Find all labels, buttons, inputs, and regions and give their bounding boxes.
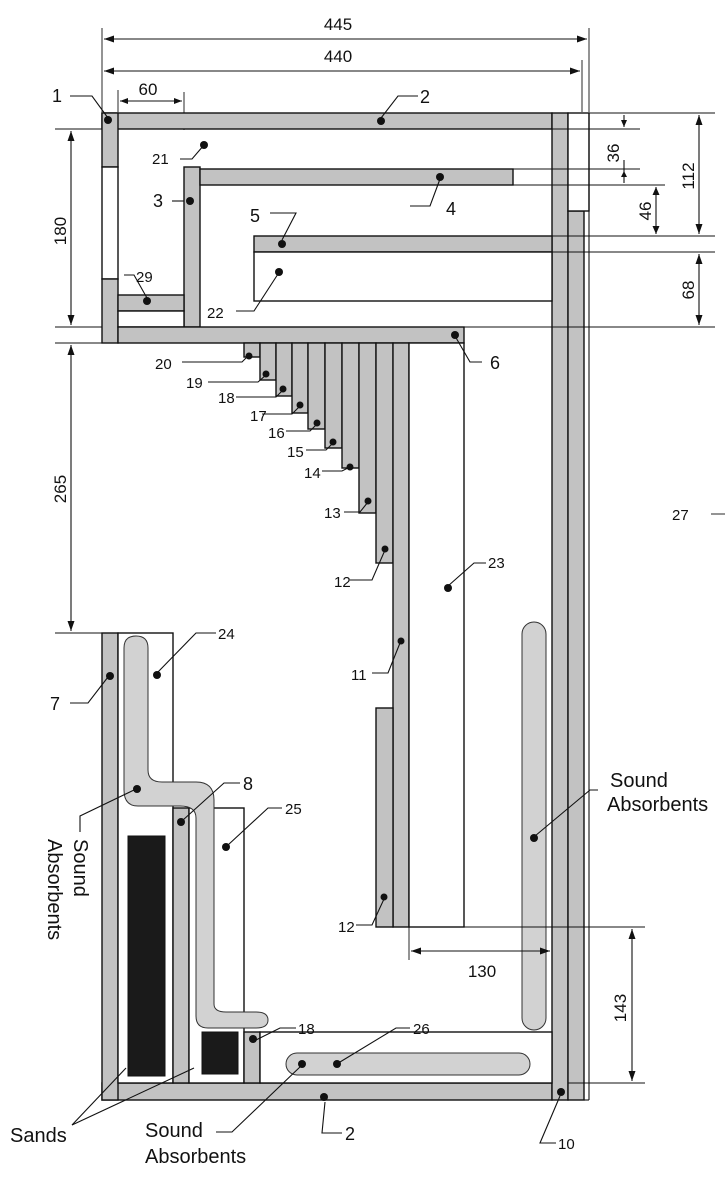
comb-16 — [307, 342, 326, 430]
part-12-lower: 12 — [338, 919, 355, 936]
dim-bottom-130: 130 — [468, 962, 496, 981]
divider-8 — [172, 807, 190, 1084]
shelf-4 — [199, 168, 514, 186]
part-21: 21 — [152, 151, 169, 168]
part-17: 17 — [250, 408, 267, 425]
dimension-lines-left — [55, 128, 102, 634]
dim-left-upper: 180 — [51, 217, 70, 245]
top-panel — [101, 112, 553, 130]
leader-lines — [70, 95, 598, 1144]
right-top-outline — [567, 112, 590, 212]
dimension-text: 445 440 60 180 265 36 46 112 68 130 143 — [51, 15, 698, 1022]
part-15: 15 — [287, 444, 304, 461]
part-20: 20 — [155, 356, 172, 373]
part-2-bottom: 2 — [345, 1124, 355, 1144]
dim-inner-width: 440 — [324, 47, 352, 66]
dim-right-112: 112 — [679, 162, 698, 189]
label-sands: Sands — [10, 1125, 67, 1147]
absorbent-right — [521, 621, 547, 1031]
dim-left-middle: 265 — [51, 475, 70, 503]
right-inner-wall — [551, 112, 569, 1101]
part-numbers: 1 2 21 3 4 5 22 29 6 20 19 18 17 16 15 1… — [50, 86, 689, 1153]
comb-15 — [324, 342, 343, 449]
dim-top-offset: 60 — [139, 80, 158, 99]
absorbent-bottom — [285, 1052, 531, 1076]
label-sound-right-1: Sound — [610, 770, 668, 792]
part-24: 24 — [218, 626, 235, 643]
part-12-upper: 12 — [334, 574, 351, 591]
cabinet-structure — [101, 112, 590, 1101]
label-sound-right-2: Absorbents — [607, 794, 708, 816]
dimension-lines-top — [101, 28, 590, 130]
dim-overall-width: 445 — [324, 15, 352, 34]
comb-11 — [392, 342, 410, 928]
label-sound-bottom-1: Sound — [145, 1120, 203, 1142]
block-29 — [117, 294, 185, 312]
label-sound-bottom-2: Absorbents — [145, 1146, 246, 1168]
part-25: 25 — [285, 801, 302, 818]
block-29-lower — [117, 310, 185, 328]
label-sound-left-2: Absorbents — [43, 839, 65, 940]
comb-12 — [375, 342, 394, 564]
sand-block-tall — [127, 835, 166, 1077]
part-11: 11 — [351, 667, 367, 684]
part-18-comb: 18 — [218, 390, 235, 407]
part-18-bottom: 18 — [298, 1021, 315, 1038]
part-4: 4 — [446, 199, 456, 219]
dim-right-36: 36 — [604, 144, 623, 163]
dim-right-46: 46 — [636, 202, 655, 221]
comb-13 — [358, 342, 377, 514]
dimension-lines-bottom — [408, 926, 645, 1084]
part-29: 29 — [136, 269, 153, 286]
label-sound-left-1: Sound — [69, 839, 91, 897]
part-10: 10 — [558, 1136, 575, 1153]
part-14: 14 — [304, 465, 321, 482]
part-1: 1 — [52, 86, 62, 106]
part-23: 23 — [488, 555, 505, 572]
part-8: 8 — [243, 774, 253, 794]
part-16: 16 — [268, 425, 285, 442]
comb-12-lower — [375, 707, 394, 928]
dim-right-68: 68 — [679, 281, 698, 300]
part-19: 19 — [186, 375, 203, 392]
part-26: 26 — [413, 1021, 430, 1038]
left-port-opening — [101, 166, 119, 280]
dim-bottom-143: 143 — [611, 994, 630, 1022]
part-2-top: 2 — [420, 87, 430, 107]
part-6: 6 — [490, 353, 500, 373]
part-5: 5 — [250, 206, 260, 226]
part-7: 7 — [50, 694, 60, 714]
left-wall-lower — [101, 632, 119, 1101]
callout-labels: Sound Absorbents Sound Absorbents Sound … — [10, 770, 708, 1168]
sand-block-small — [201, 1031, 239, 1075]
chamber-22 — [253, 251, 553, 302]
shelf-6 — [117, 326, 465, 344]
dimension-lines-right — [464, 112, 725, 515]
part-27: 27 — [672, 507, 689, 524]
left-wall-upper-lower — [101, 278, 119, 344]
divider-3 — [183, 166, 201, 328]
staircase-comb — [243, 342, 465, 928]
part-22: 22 — [207, 305, 224, 322]
bottom-left-area — [117, 621, 553, 1084]
part-13: 13 — [324, 505, 341, 522]
comb-14 — [341, 342, 360, 469]
chamber-23 — [408, 342, 465, 928]
right-outer-panel — [567, 210, 585, 1101]
part-3: 3 — [153, 191, 163, 211]
shelf-5 — [253, 235, 553, 253]
